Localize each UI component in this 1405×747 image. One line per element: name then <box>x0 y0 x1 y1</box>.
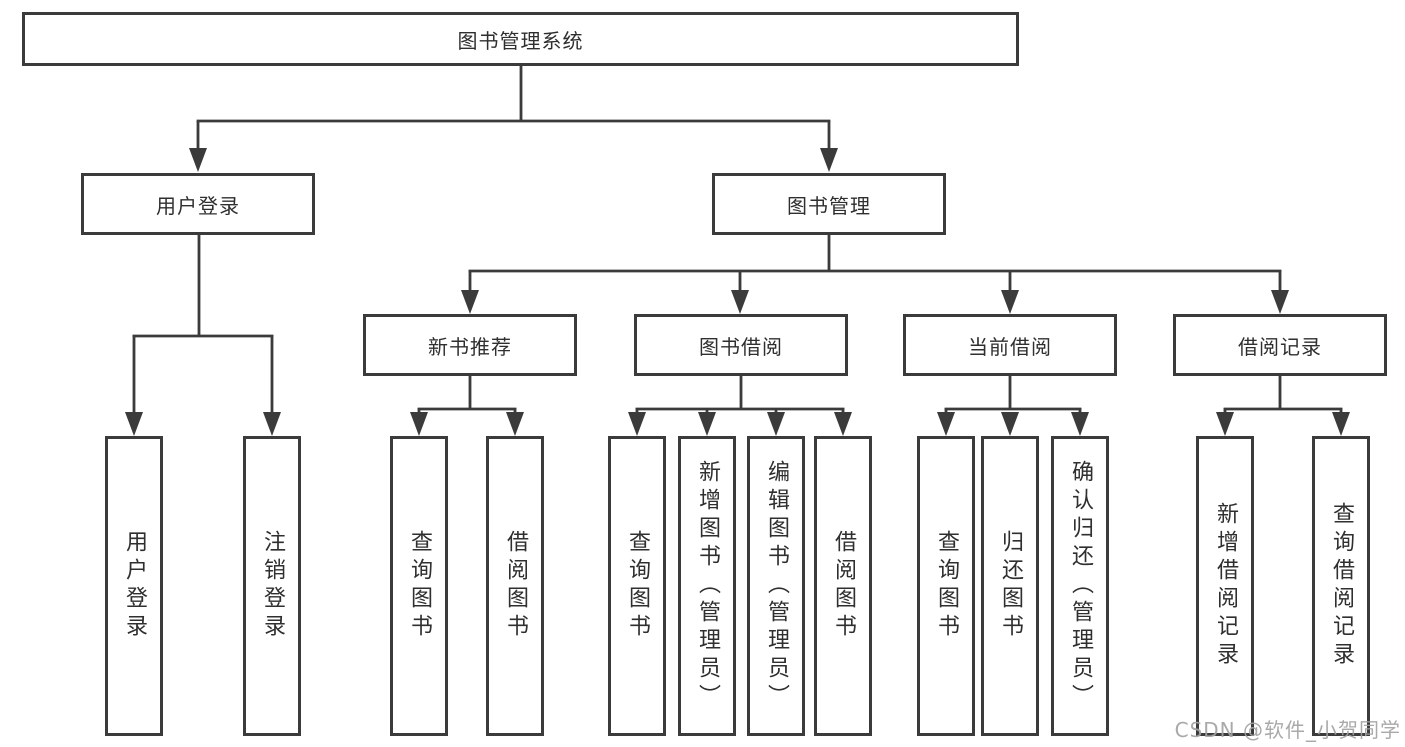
node-borrowing-records: 借阅记录 <box>1173 314 1387 376</box>
node-new-book-recommend: 新书推荐 <box>363 314 577 376</box>
node-book-borrowing-label: 图书借阅 <box>699 334 783 359</box>
node-current-borrowing: 当前借阅 <box>903 314 1117 376</box>
leaf-cb-return-books: 归还图书 <box>981 436 1039 736</box>
leaf-br-query-record-label: 查询借阅记录 <box>1329 502 1354 670</box>
leaf-nb-borrow-books-label: 借阅图书 <box>503 530 528 642</box>
node-user-login: 用户登录 <box>81 173 315 235</box>
leaf-br-add-record-label: 新增借阅记录 <box>1213 502 1238 670</box>
node-book-management: 图书管理 <box>712 173 946 235</box>
leaf-cb-return-books-label: 归还图书 <box>998 530 1023 642</box>
leaf-cb-confirm-return: 确认归还（管理员） <box>1051 436 1109 736</box>
leaf-logout: 注销登录 <box>243 436 301 736</box>
leaf-nb-query-books-label: 查询图书 <box>407 530 432 642</box>
leaf-bb-borrow-books-label: 借阅图书 <box>831 530 856 642</box>
watermark: CSDN @软件_小贺同学 <box>1174 718 1401 742</box>
leaf-bb-borrow-books: 借阅图书 <box>814 436 872 736</box>
leaf-user-login-label: 用户登录 <box>122 530 147 642</box>
leaf-bb-edit-books: 编辑图书（管理员） <box>747 436 805 736</box>
leaf-bb-query-books-label: 查询图书 <box>625 530 650 642</box>
leaf-nb-borrow-books: 借阅图书 <box>486 436 544 736</box>
leaf-br-add-record: 新增借阅记录 <box>1196 436 1254 736</box>
node-root-label: 图书管理系统 <box>457 28 584 53</box>
node-user-login-label: 用户登录 <box>156 193 240 218</box>
leaf-bb-query-books: 查询图书 <box>608 436 666 736</box>
leaf-bb-add-books: 新增图书（管理员） <box>678 436 736 736</box>
leaf-cb-confirm-return-label: 确认归还（管理员） <box>1068 460 1093 712</box>
leaf-user-login: 用户登录 <box>105 436 163 736</box>
leaf-br-query-record: 查询借阅记录 <box>1312 436 1370 736</box>
node-borrowing-records-label: 借阅记录 <box>1238 334 1322 359</box>
leaf-cb-query-books: 查询图书 <box>917 436 975 736</box>
leaf-nb-query-books: 查询图书 <box>390 436 448 736</box>
leaf-cb-query-books-label: 查询图书 <box>934 530 959 642</box>
node-new-book-recommend-label: 新书推荐 <box>428 334 512 359</box>
leaf-bb-edit-books-label: 编辑图书（管理员） <box>764 460 789 712</box>
leaf-bb-add-books-label: 新增图书（管理员） <box>695 460 720 712</box>
node-book-borrowing: 图书借阅 <box>634 314 848 376</box>
node-book-management-label: 图书管理 <box>787 193 871 218</box>
node-current-borrowing-label: 当前借阅 <box>968 334 1052 359</box>
node-root: 图书管理系统 <box>22 12 1019 66</box>
leaf-logout-label: 注销登录 <box>260 530 285 642</box>
